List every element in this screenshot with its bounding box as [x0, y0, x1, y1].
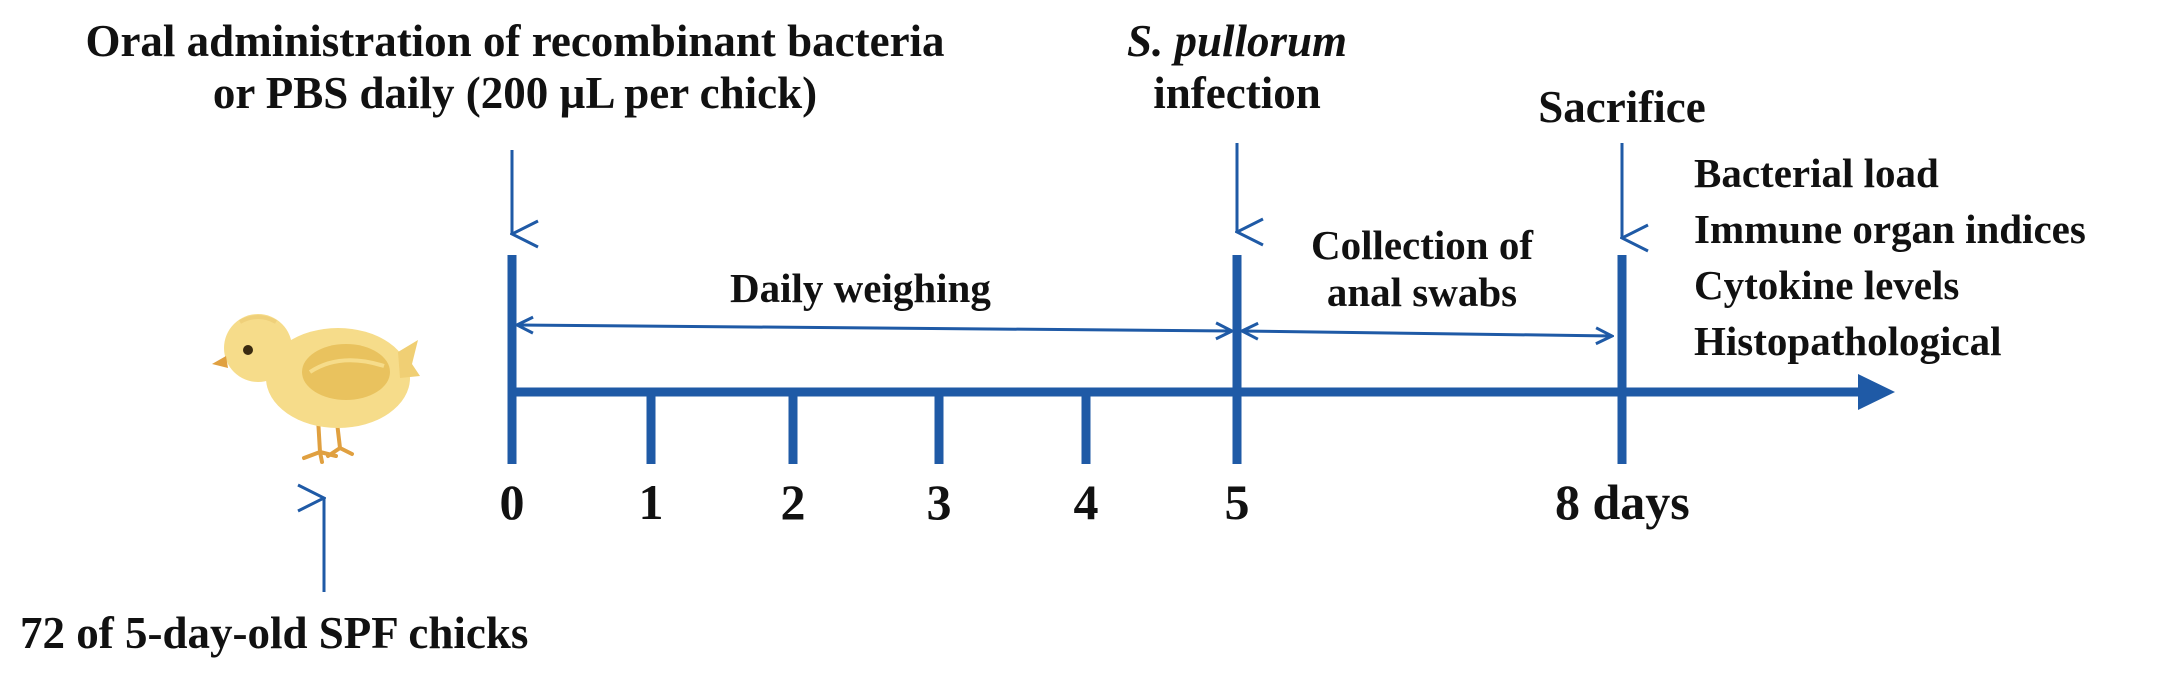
tick-label-4: 4: [1073, 474, 1099, 530]
chick-icon: [212, 314, 420, 464]
analysis-item: Bacterial load: [1694, 150, 1939, 196]
tick-label-1: 1: [638, 474, 664, 530]
swabs-line-2: anal swabs: [1326, 269, 1518, 316]
tick-label-2: 2: [780, 474, 806, 530]
tick-label-5: 5: [1224, 474, 1250, 530]
infection-pathogen: S. pullorum: [1126, 16, 1348, 66]
weighing-text: Daily weighing: [730, 265, 991, 311]
swabs-period-arrow: [1242, 331, 1612, 336]
infection-word: infection: [1153, 67, 1321, 118]
subjects-label: 72 of 5-day-old SPF chicks: [20, 608, 528, 660]
swabs-label: Collection of anal swabs: [1272, 222, 1572, 316]
analyses-list: Bacterial load Immune organ indices Cyto…: [1694, 150, 2086, 374]
administration-line-2: or PBS daily (200 µL per chick): [212, 67, 818, 118]
administration-label: Oral administration of recombinant bacte…: [20, 16, 1010, 120]
timeline-arrowhead: [1858, 374, 1895, 410]
swabs-line-1: Collection of: [1310, 222, 1534, 268]
analysis-item: Histopathological: [1694, 318, 2002, 364]
weighing-label: Daily weighing: [730, 265, 991, 312]
tick-label-3: 3: [926, 474, 952, 530]
administration-line-1: Oral administration of recombinant bacte…: [85, 16, 945, 66]
tick-label-8-days: 8 days: [1555, 474, 1690, 530]
sacrifice-text: Sacrifice: [1538, 82, 1706, 132]
tick-label-0: 0: [499, 474, 525, 530]
sacrifice-label: Sacrifice: [1502, 82, 1742, 134]
subjects-text: 72 of 5-day-old SPF chicks: [20, 608, 529, 658]
weighing-period-arrow: [517, 325, 1232, 331]
infection-label: S. pullorum infection: [1087, 16, 1387, 120]
analysis-item: Immune organ indices: [1694, 206, 2086, 252]
analysis-item: Cytokine levels: [1694, 262, 1960, 308]
